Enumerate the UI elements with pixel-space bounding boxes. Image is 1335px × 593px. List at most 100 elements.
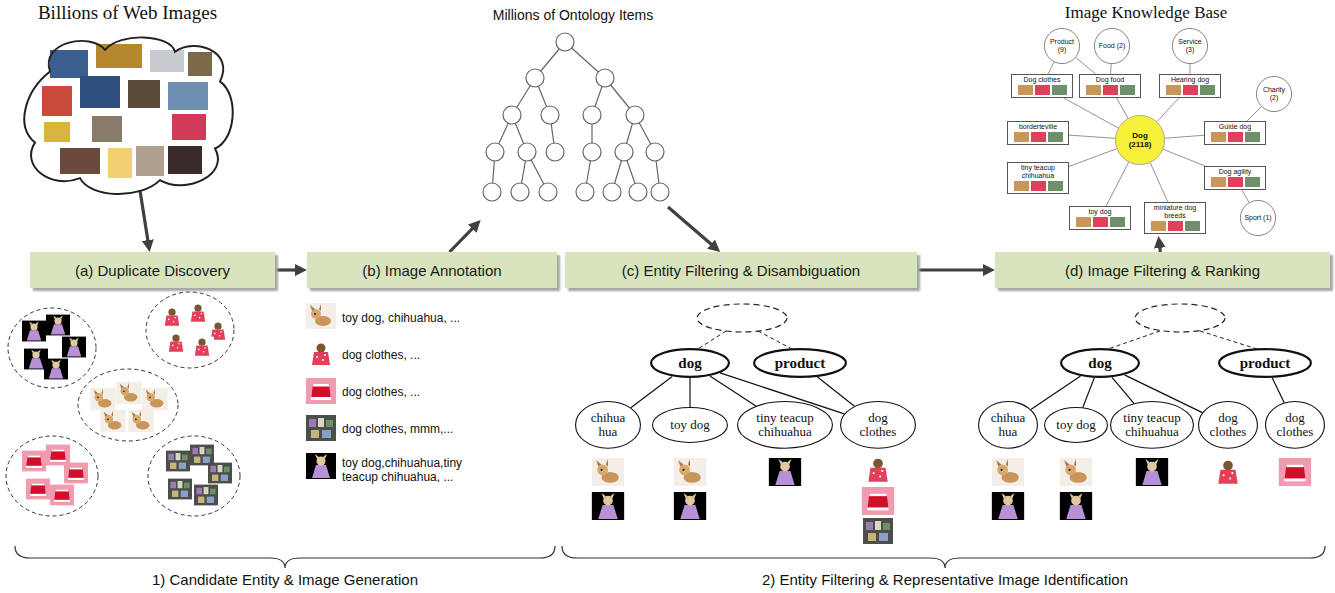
entity-image bbox=[863, 518, 893, 544]
duplicate-image bbox=[194, 485, 218, 506]
entity-label: chihua hua bbox=[582, 411, 633, 440]
entity-label: Guide dog bbox=[1205, 122, 1265, 132]
entity-label: borderteville bbox=[1008, 122, 1068, 132]
thumbnail bbox=[1052, 85, 1067, 95]
thumbnail bbox=[1086, 85, 1101, 95]
entity-node: dog clothes bbox=[840, 401, 916, 449]
duplicate-cluster bbox=[8, 308, 96, 388]
connector-line bbox=[818, 377, 855, 406]
entity-label: tiny teacup chihuahua bbox=[748, 411, 823, 440]
ellipse-outline bbox=[1111, 402, 1194, 449]
connector-line bbox=[1083, 378, 1094, 408]
step-label: (a) Duplicate Discovery bbox=[75, 262, 230, 279]
entity-image bbox=[592, 492, 624, 520]
thumbnail bbox=[1185, 221, 1200, 231]
annotated-image bbox=[306, 415, 336, 441]
thumbnail bbox=[1103, 85, 1118, 95]
category-node: product bbox=[753, 348, 847, 378]
thumbnail bbox=[1245, 132, 1260, 142]
annotation-text: dog clothes, ... bbox=[342, 385, 502, 399]
thumbnail bbox=[1076, 217, 1091, 227]
duplicate-image bbox=[100, 410, 125, 432]
step-label: (c) Entity Filtering & Disambiguation bbox=[622, 262, 860, 279]
duplicate-image bbox=[22, 451, 46, 472]
web-photo bbox=[168, 82, 208, 110]
thumbnail-strip bbox=[1080, 85, 1140, 97]
thumbnail bbox=[1151, 221, 1166, 231]
thumbnail bbox=[1228, 177, 1243, 187]
web-photo bbox=[44, 122, 70, 142]
annotated-image bbox=[306, 453, 336, 479]
connector-line bbox=[689, 378, 690, 407]
entity-image bbox=[1060, 492, 1092, 520]
entity-node: toy dog bbox=[1044, 407, 1108, 443]
entity-box: miniature dog breeds bbox=[1144, 202, 1206, 234]
entity-label: dog clothes bbox=[1205, 411, 1252, 440]
thumbnail bbox=[1035, 85, 1050, 95]
connector-arrow bbox=[668, 207, 716, 248]
entity-label: chihua hua bbox=[985, 411, 1032, 440]
entity-label: dog clothes bbox=[848, 411, 907, 440]
cloud-outline bbox=[20, 32, 235, 190]
annotated-image bbox=[306, 341, 336, 367]
entity-image bbox=[862, 487, 894, 515]
entity-image bbox=[1279, 458, 1311, 486]
brace bbox=[15, 546, 1325, 568]
thumbnail-strip bbox=[1145, 221, 1205, 233]
web-photo bbox=[42, 86, 72, 116]
connector-line bbox=[1190, 64, 1191, 74]
connector-line bbox=[1163, 149, 1205, 166]
ontology-tree bbox=[539, 183, 557, 201]
entity-node: chihua hua bbox=[978, 401, 1038, 449]
ontology-tree bbox=[541, 106, 559, 124]
ontology-tree bbox=[511, 183, 529, 201]
entity-image bbox=[1060, 458, 1092, 486]
ellipse-outline bbox=[1266, 402, 1325, 449]
annotation-text: toy dog, chihuahua, ... bbox=[342, 311, 502, 325]
ontology-tree bbox=[483, 33, 669, 201]
entity-label: miniature dog breeds bbox=[1145, 203, 1205, 221]
ellipse-outline bbox=[1256, 76, 1291, 111]
duplicate-image bbox=[142, 388, 167, 410]
category-label: Sport (1) bbox=[1244, 214, 1271, 222]
web-photo bbox=[50, 50, 88, 78]
thumbnail bbox=[1120, 85, 1135, 95]
connector-line bbox=[1112, 377, 1134, 403]
ontology-tree bbox=[483, 183, 501, 201]
thumbnail bbox=[1168, 221, 1183, 231]
duplicate-cluster bbox=[148, 436, 240, 516]
connector-line bbox=[1242, 190, 1249, 202]
entity-image bbox=[592, 456, 1311, 544]
thumbnail-strip bbox=[1012, 85, 1072, 97]
ontology-tree bbox=[546, 143, 564, 161]
duplicate-image bbox=[128, 410, 153, 432]
category-label: dog bbox=[678, 355, 701, 372]
category-label: Food (2) bbox=[1099, 42, 1125, 50]
step-label: (b) Image Annotation bbox=[362, 262, 501, 279]
duplicate-image bbox=[64, 463, 88, 484]
web-photo bbox=[92, 116, 122, 142]
duplicate-image bbox=[46, 315, 70, 336]
entity-label: toy dog bbox=[670, 418, 709, 432]
process-step: (a) Duplicate Discovery bbox=[30, 252, 275, 288]
thumbnail bbox=[1093, 217, 1108, 227]
entity-box: Dog agility bbox=[1204, 166, 1266, 190]
thumbnail-strip bbox=[1008, 132, 1068, 144]
entity-image bbox=[862, 456, 894, 484]
ellipse-outline bbox=[1219, 349, 1311, 377]
ontology-tree bbox=[492, 42, 660, 192]
thumbnail bbox=[1166, 85, 1181, 95]
illustration-region: Image Knowledge BaseProduct (9)Food (2)S… bbox=[1000, 28, 1292, 236]
connector-line bbox=[1031, 376, 1081, 409]
thumbnail bbox=[1048, 132, 1063, 142]
duplicate-image bbox=[62, 337, 86, 358]
duplicate-image bbox=[160, 307, 184, 328]
duplicate-cluster bbox=[6, 436, 98, 516]
category-label: Charity (2) bbox=[1260, 86, 1288, 102]
entity-label: tiny teacup chihuahua bbox=[1119, 411, 1185, 440]
entity-image bbox=[769, 458, 801, 486]
thumbnail-strip bbox=[1205, 177, 1265, 189]
entity-label: toy dog bbox=[1070, 207, 1130, 217]
entity-node: toy dog bbox=[652, 407, 728, 443]
category-label: Product (9) bbox=[1048, 38, 1076, 54]
